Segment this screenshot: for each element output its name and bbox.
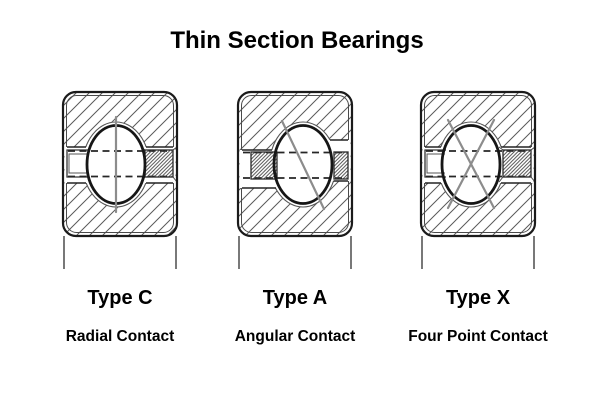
type-label-x: Type X xyxy=(445,287,511,309)
seal-hatch-right xyxy=(502,149,532,178)
contact-label-four-point: Four Point Contact xyxy=(408,328,548,345)
contact-label-radial: Radial Contact xyxy=(65,328,175,345)
ring-outline xyxy=(61,90,179,238)
bearing-ball xyxy=(272,124,334,205)
contact-label-angular: Angular Contact xyxy=(234,328,356,345)
inner-ring-bore xyxy=(66,149,88,178)
inner-ring-bore-detail xyxy=(426,153,445,174)
contact-line xyxy=(446,118,496,210)
inner-ring-bore xyxy=(424,149,446,178)
bearing-ball xyxy=(440,124,502,205)
contact-line xyxy=(280,119,326,211)
inner-ring-bore-detail xyxy=(68,153,87,174)
seal-hatch-right xyxy=(144,149,174,178)
ring-outline xyxy=(236,90,354,238)
type-label-c: Type C xyxy=(87,287,153,309)
bearing-diagram-type-c xyxy=(61,90,179,269)
bearing-diagram-type-a xyxy=(236,90,354,269)
ring-outline xyxy=(419,90,537,238)
bearing-diagram-type-x xyxy=(419,90,537,269)
page-title: Thin Section Bearings xyxy=(170,27,424,54)
seal-hatch-right xyxy=(333,151,349,180)
type-label-a: Type A xyxy=(262,287,328,309)
